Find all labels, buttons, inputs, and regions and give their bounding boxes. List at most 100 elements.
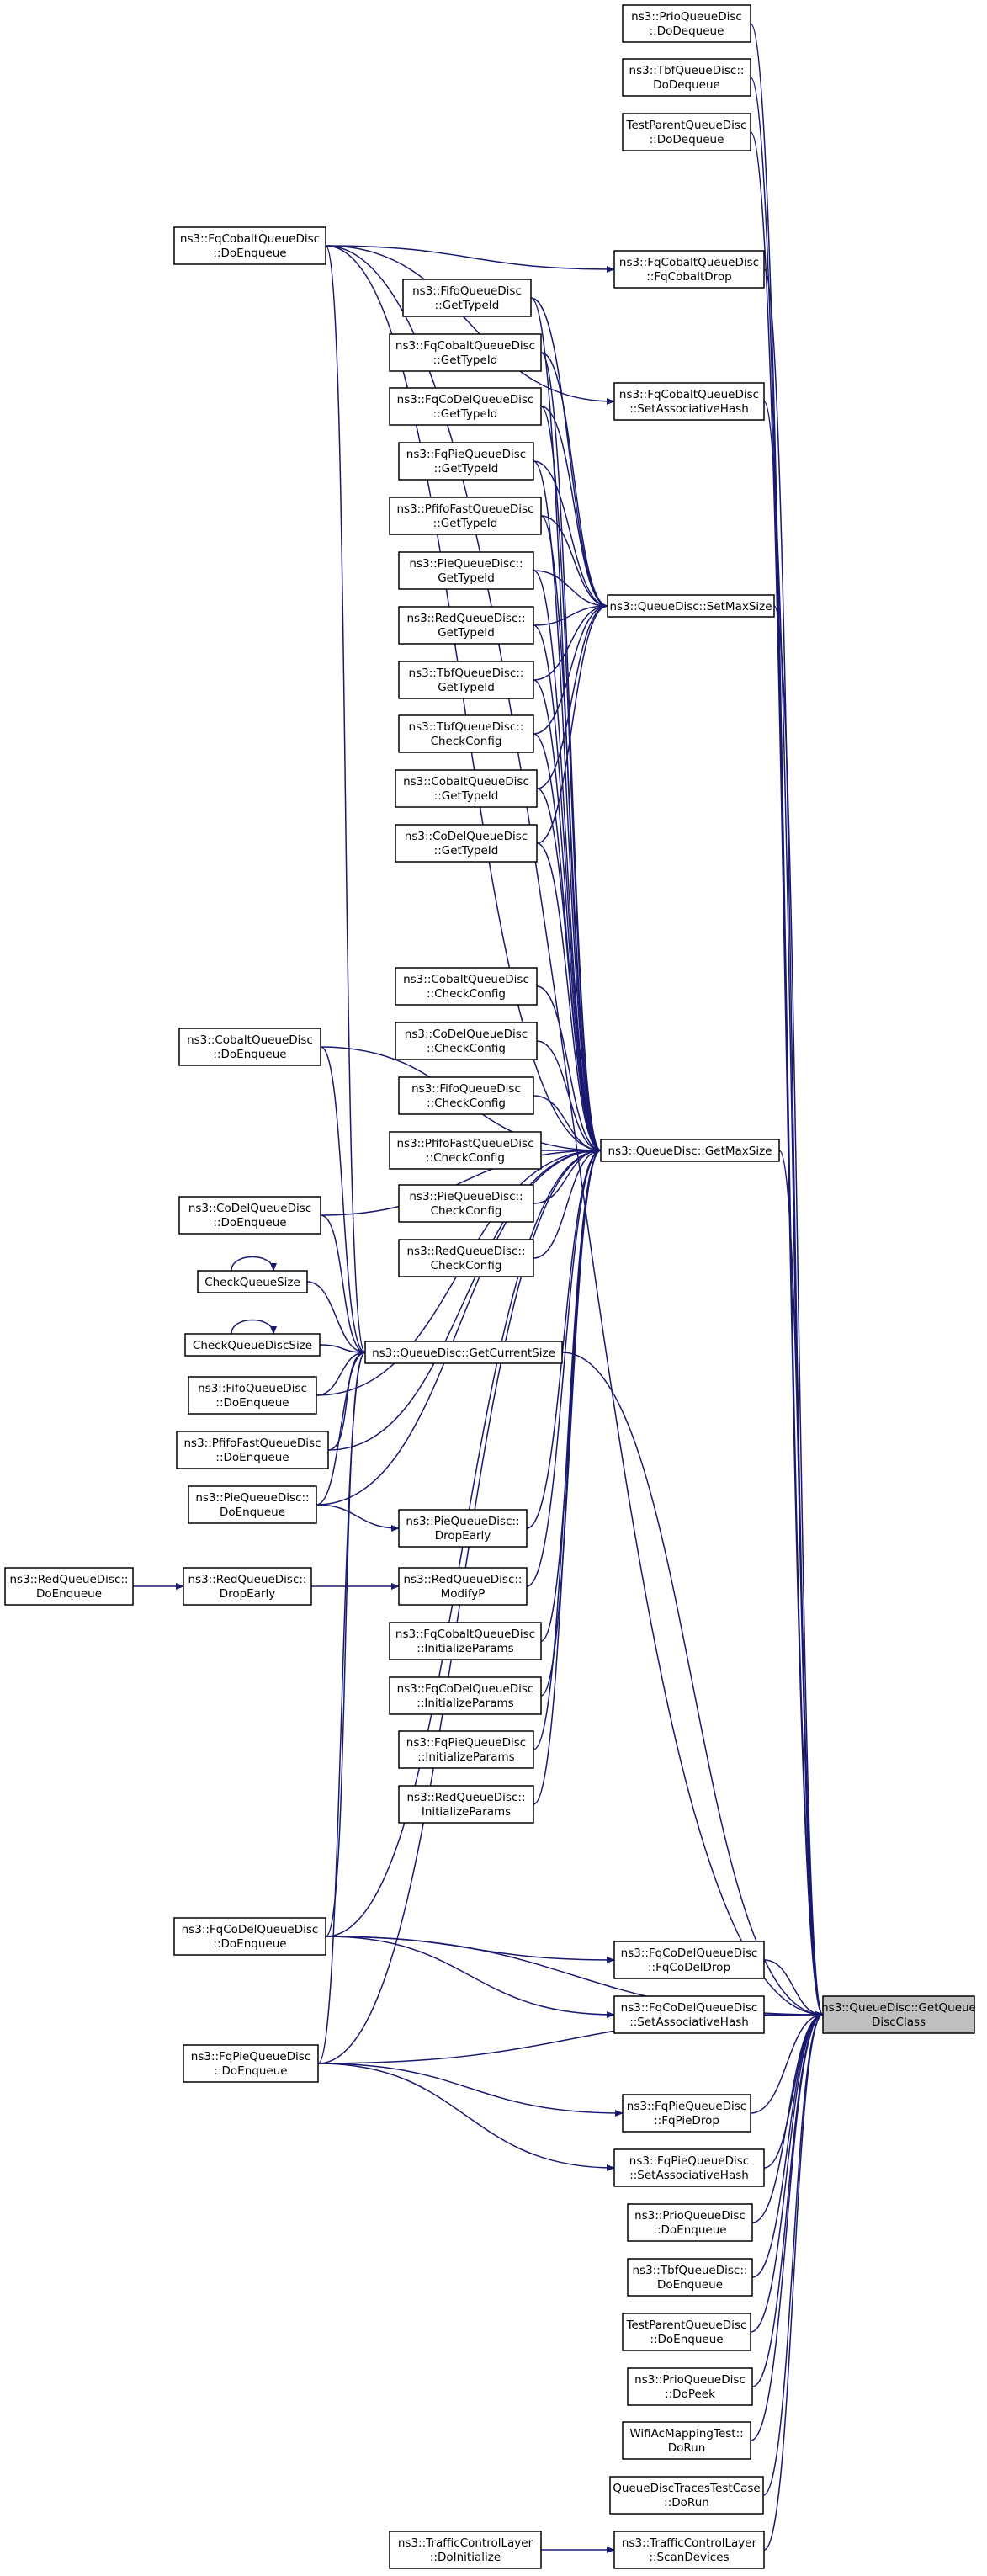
node-box xyxy=(398,1785,534,1824)
node-fifo-enq[interactable]: ns3::FifoQueueDisc::DoEnqueue xyxy=(188,1376,317,1415)
node-tbf-cc[interactable]: ns3::TbfQueueDisc::CheckConfig xyxy=(398,714,534,753)
node-label: ns3::FqCoDelQueueDisc xyxy=(182,1923,319,1936)
node-red-tid[interactable]: ns3::RedQueueDisc::GetTypeId xyxy=(398,606,534,645)
node-getcur[interactable]: ns3::QueueDisc::GetCurrentSize xyxy=(364,1341,563,1364)
node-codel-tid[interactable]: ns3::CoDelQueueDisc::GetTypeId xyxy=(395,824,538,863)
node-label: ::SetAssociativeHash xyxy=(629,2016,749,2029)
node-label: ::GetTypeId xyxy=(433,353,498,367)
node-setmax[interactable]: ns3::QueueDisc::SetMaxSize xyxy=(607,594,775,618)
node-fqpie-ip[interactable]: ns3::FqPieQueueDisc::InitializeParams xyxy=(398,1730,534,1769)
node-label: ns3::FqPieQueueDisc xyxy=(191,2050,310,2063)
node-fifo-cc[interactable]: ns3::FifoQueueDisc::CheckConfig xyxy=(398,1076,534,1115)
edge-fqcodel-drop-to-root xyxy=(763,1959,824,2018)
node-prio-deq[interactable]: ns3::PrioQueueDisc::DoDequeue xyxy=(622,4,751,43)
node-box xyxy=(389,1676,542,1715)
node-pie-cc[interactable]: ns3::PieQueueDisc::CheckConfig xyxy=(398,1184,534,1223)
node-tcl-scan[interactable]: ns3::TrafficControlLayer::ScanDevices xyxy=(613,2531,765,2569)
node-label: ns3::FqCoDelQueueDisc xyxy=(621,1947,758,1960)
node-label: DoDequeue xyxy=(653,78,720,92)
node-prio-enq[interactable]: ns3::PrioQueueDisc::DoEnqueue xyxy=(627,2203,753,2242)
node-qdt-run[interactable]: QueueDiscTracesTestCase::DoRun xyxy=(609,2476,764,2515)
edge-cqds-to-cqds xyxy=(231,1319,277,1335)
node-tbf-deq[interactable]: ns3::TbfQueueDisc::DoDequeue xyxy=(622,58,751,97)
node-fqc-enq[interactable]: ns3::FqCobaltQueueDisc::DoEnqueue xyxy=(173,226,326,265)
node-fqpie-drop[interactable]: ns3::FqPieQueueDisc::FqPieDrop xyxy=(622,2094,751,2133)
node-fqc-ip[interactable]: ns3::FqCobaltQueueDisc::InitializeParams xyxy=(389,1622,542,1660)
node-red-cc[interactable]: ns3::RedQueueDisc::CheckConfig xyxy=(398,1239,534,1277)
node-pfifo-cc[interactable]: ns3::PfifoFastQueueDisc::CheckConfig xyxy=(389,1131,542,1170)
node-tp-deq[interactable]: TestParentQueueDisc::DoDequeue xyxy=(622,113,751,151)
node-pie-tid[interactable]: ns3::PieQueueDisc::GetTypeId xyxy=(398,551,534,590)
node-box xyxy=(398,1076,534,1115)
node-layer: ns3::QueueDisc::GetQueueDiscClassns3::Pr… xyxy=(4,4,976,2569)
node-fqc-sah[interactable]: ns3::FqCobaltQueueDisc::SetAssociativeHa… xyxy=(613,382,765,421)
node-fqcodel-tid[interactable]: ns3::FqCoDelQueueDisc::GetTypeId xyxy=(389,387,542,426)
node-label: GetTypeId xyxy=(438,681,495,694)
node-cobalt-enq[interactable]: ns3::CobaltQueueDisc::DoEnqueue xyxy=(178,1028,321,1066)
node-label: DiscClass xyxy=(872,2016,926,2029)
node-fqpie-tid[interactable]: ns3::FqPieQueueDisc::GetTypeId xyxy=(398,442,534,481)
edge-fqcodel-tid-to-getmax xyxy=(540,406,602,1154)
node-label: ns3::CobaltQueueDisc xyxy=(403,973,529,986)
node-fifo-tid[interactable]: ns3::FifoQueueDisc::GetTypeId xyxy=(402,279,532,317)
node-cobalt-tid[interactable]: ns3::CobaltQueueDisc::GetTypeId xyxy=(395,769,538,808)
node-red-ip[interactable]: ns3::RedQueueDisc::InitializeParams xyxy=(398,1785,534,1824)
node-box xyxy=(622,4,751,43)
edge-fqcodel-enq-to-fqcodel-drop xyxy=(325,1936,615,1963)
edge-tbf-cc-to-setmax xyxy=(533,603,608,735)
edge-pie-tid-to-setmax xyxy=(533,570,608,609)
edge-getmax-to-root xyxy=(778,1150,824,2018)
node-box xyxy=(627,2258,753,2297)
node-label: ns3::FqPieQueueDisc xyxy=(627,2100,746,2113)
node-cqds[interactable]: CheckQueueDiscSize xyxy=(184,1333,321,1357)
node-tbf-enq[interactable]: ns3::TbfQueueDisc::DoEnqueue xyxy=(627,2258,753,2297)
edge-fqc-enq-to-getcur xyxy=(325,245,366,1356)
node-box xyxy=(395,824,538,863)
node-tbf-tid[interactable]: ns3::TbfQueueDisc::GetTypeId xyxy=(398,661,534,699)
node-red-enq[interactable]: ns3::RedQueueDisc::DoEnqueue xyxy=(4,1567,134,1606)
edge-pie-drop-to-getmax xyxy=(526,1147,602,1529)
node-red-drop[interactable]: ns3::RedQueueDisc::DropEarly xyxy=(183,1567,312,1606)
node-box xyxy=(188,1485,317,1524)
node-box xyxy=(613,382,765,421)
node-fqc-drop[interactable]: ns3::FqCobaltQueueDisc::FqCobaltDrop xyxy=(613,250,765,289)
node-fqcodel-enq[interactable]: ns3::FqCoDelQueueDisc::DoEnqueue xyxy=(173,1917,326,1956)
edge-fqcob-tid-to-setmax xyxy=(540,352,608,609)
node-box xyxy=(364,1341,563,1364)
node-fqcodel-drop[interactable]: ns3::FqCoDelQueueDisc::FqCoDelDrop xyxy=(613,1941,765,1979)
node-label: CheckConfig xyxy=(431,1259,502,1272)
node-fqcodel-sah[interactable]: ns3::FqCoDelQueueDisc::SetAssociativeHas… xyxy=(613,1995,765,2034)
node-getmax[interactable]: ns3::QueueDisc::GetMaxSize xyxy=(600,1139,780,1162)
node-tcl-init[interactable]: ns3::TrafficControlLayer::DoInitialize xyxy=(389,2531,542,2569)
node-label: ::GetTypeId xyxy=(434,462,499,475)
node-cobalt-cc[interactable]: ns3::CobaltQueueDisc::CheckConfig xyxy=(395,967,538,1006)
node-fqcob-tid[interactable]: ns3::FqCobaltQueueDisc::GetTypeId xyxy=(389,333,542,372)
node-box xyxy=(173,1917,326,1956)
node-label: ::DoRun xyxy=(664,2496,709,2510)
node-wifi-run[interactable]: WifiAcMappingTest::DoRun xyxy=(622,2421,751,2460)
edge-red-tid-to-setmax xyxy=(533,603,608,626)
node-cqs[interactable]: CheckQueueSize xyxy=(197,1270,308,1293)
node-fqcodel-ip[interactable]: ns3::FqCoDelQueueDisc::InitializeParams xyxy=(389,1676,542,1715)
node-red-mod[interactable]: ns3::RedQueueDisc::ModifyP xyxy=(398,1567,528,1606)
node-box xyxy=(389,387,542,426)
node-codel-cc[interactable]: ns3::CoDelQueueDisc::CheckConfig xyxy=(395,1022,538,1060)
node-fqpie-sah[interactable]: ns3::FqPieQueueDisc::SetAssociativeHash xyxy=(613,2148,765,2187)
edge-pfifo-tid-to-setmax xyxy=(540,515,608,609)
node-label: ::GetTypeId xyxy=(434,844,499,858)
node-pfifo-enq[interactable]: ns3::PfifoFastQueueDisc::DoEnqueue xyxy=(176,1431,329,1469)
node-pfifo-tid[interactable]: ns3::PfifoFastQueueDisc::GetTypeId xyxy=(389,497,542,535)
node-label: DropEarly xyxy=(220,1587,276,1601)
node-codel-enq[interactable]: ns3::CoDelQueueDisc::DoEnqueue xyxy=(178,1196,321,1235)
node-label: ::DoDequeue xyxy=(650,133,724,146)
node-pie-drop[interactable]: ns3::PieQueueDisc::DropEarly xyxy=(398,1509,528,1548)
node-label: ns3::FqCobaltQueueDisc xyxy=(180,232,320,246)
edge-red-ip-to-getmax xyxy=(533,1147,602,1805)
node-pie-enq[interactable]: ns3::PieQueueDisc::DoEnqueue xyxy=(188,1485,317,1524)
node-fqpie-enq[interactable]: ns3::FqPieQueueDisc::DoEnqueue xyxy=(183,2044,319,2083)
node-prio-peek[interactable]: ns3::PrioQueueDisc::DoPeek xyxy=(627,2367,753,2406)
edge-fqcodel-ip-to-getmax xyxy=(540,1147,602,1697)
node-tp-enq[interactable]: TestParentQueueDisc::DoEnqueue xyxy=(622,2313,751,2351)
node-box xyxy=(613,2531,765,2569)
